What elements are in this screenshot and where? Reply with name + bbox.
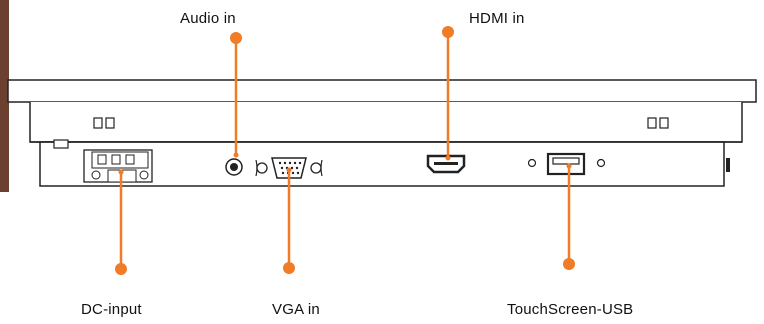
hdmi-port bbox=[426, 154, 466, 174]
vent-mark-right bbox=[647, 117, 669, 129]
label-vga-in: VGA in bbox=[272, 301, 320, 318]
label-dc-input: DC-input bbox=[81, 301, 142, 318]
label-audio-in: Audio in bbox=[180, 10, 236, 27]
vent-mark-left bbox=[93, 117, 115, 129]
panel-top-bezel bbox=[7, 79, 757, 103]
dc-input-terminal bbox=[83, 149, 153, 183]
label-hdmi-in: HDMI in bbox=[469, 10, 525, 27]
panel-upper-housing bbox=[29, 102, 743, 143]
callout-dc-input bbox=[115, 169, 127, 275]
audio-jack-port bbox=[225, 158, 243, 176]
callout-hdmi-in bbox=[442, 26, 454, 161]
label-touchscreen-usb: TouchScreen-USB bbox=[507, 301, 634, 318]
usb-port bbox=[527, 152, 606, 176]
callout-touchscreen-usb bbox=[563, 163, 575, 270]
panel-io-face bbox=[39, 141, 725, 187]
callout-vga-in bbox=[283, 167, 295, 274]
side-strip bbox=[0, 0, 9, 192]
callout-audio-in bbox=[230, 32, 242, 158]
panel-left-tab bbox=[53, 139, 69, 149]
